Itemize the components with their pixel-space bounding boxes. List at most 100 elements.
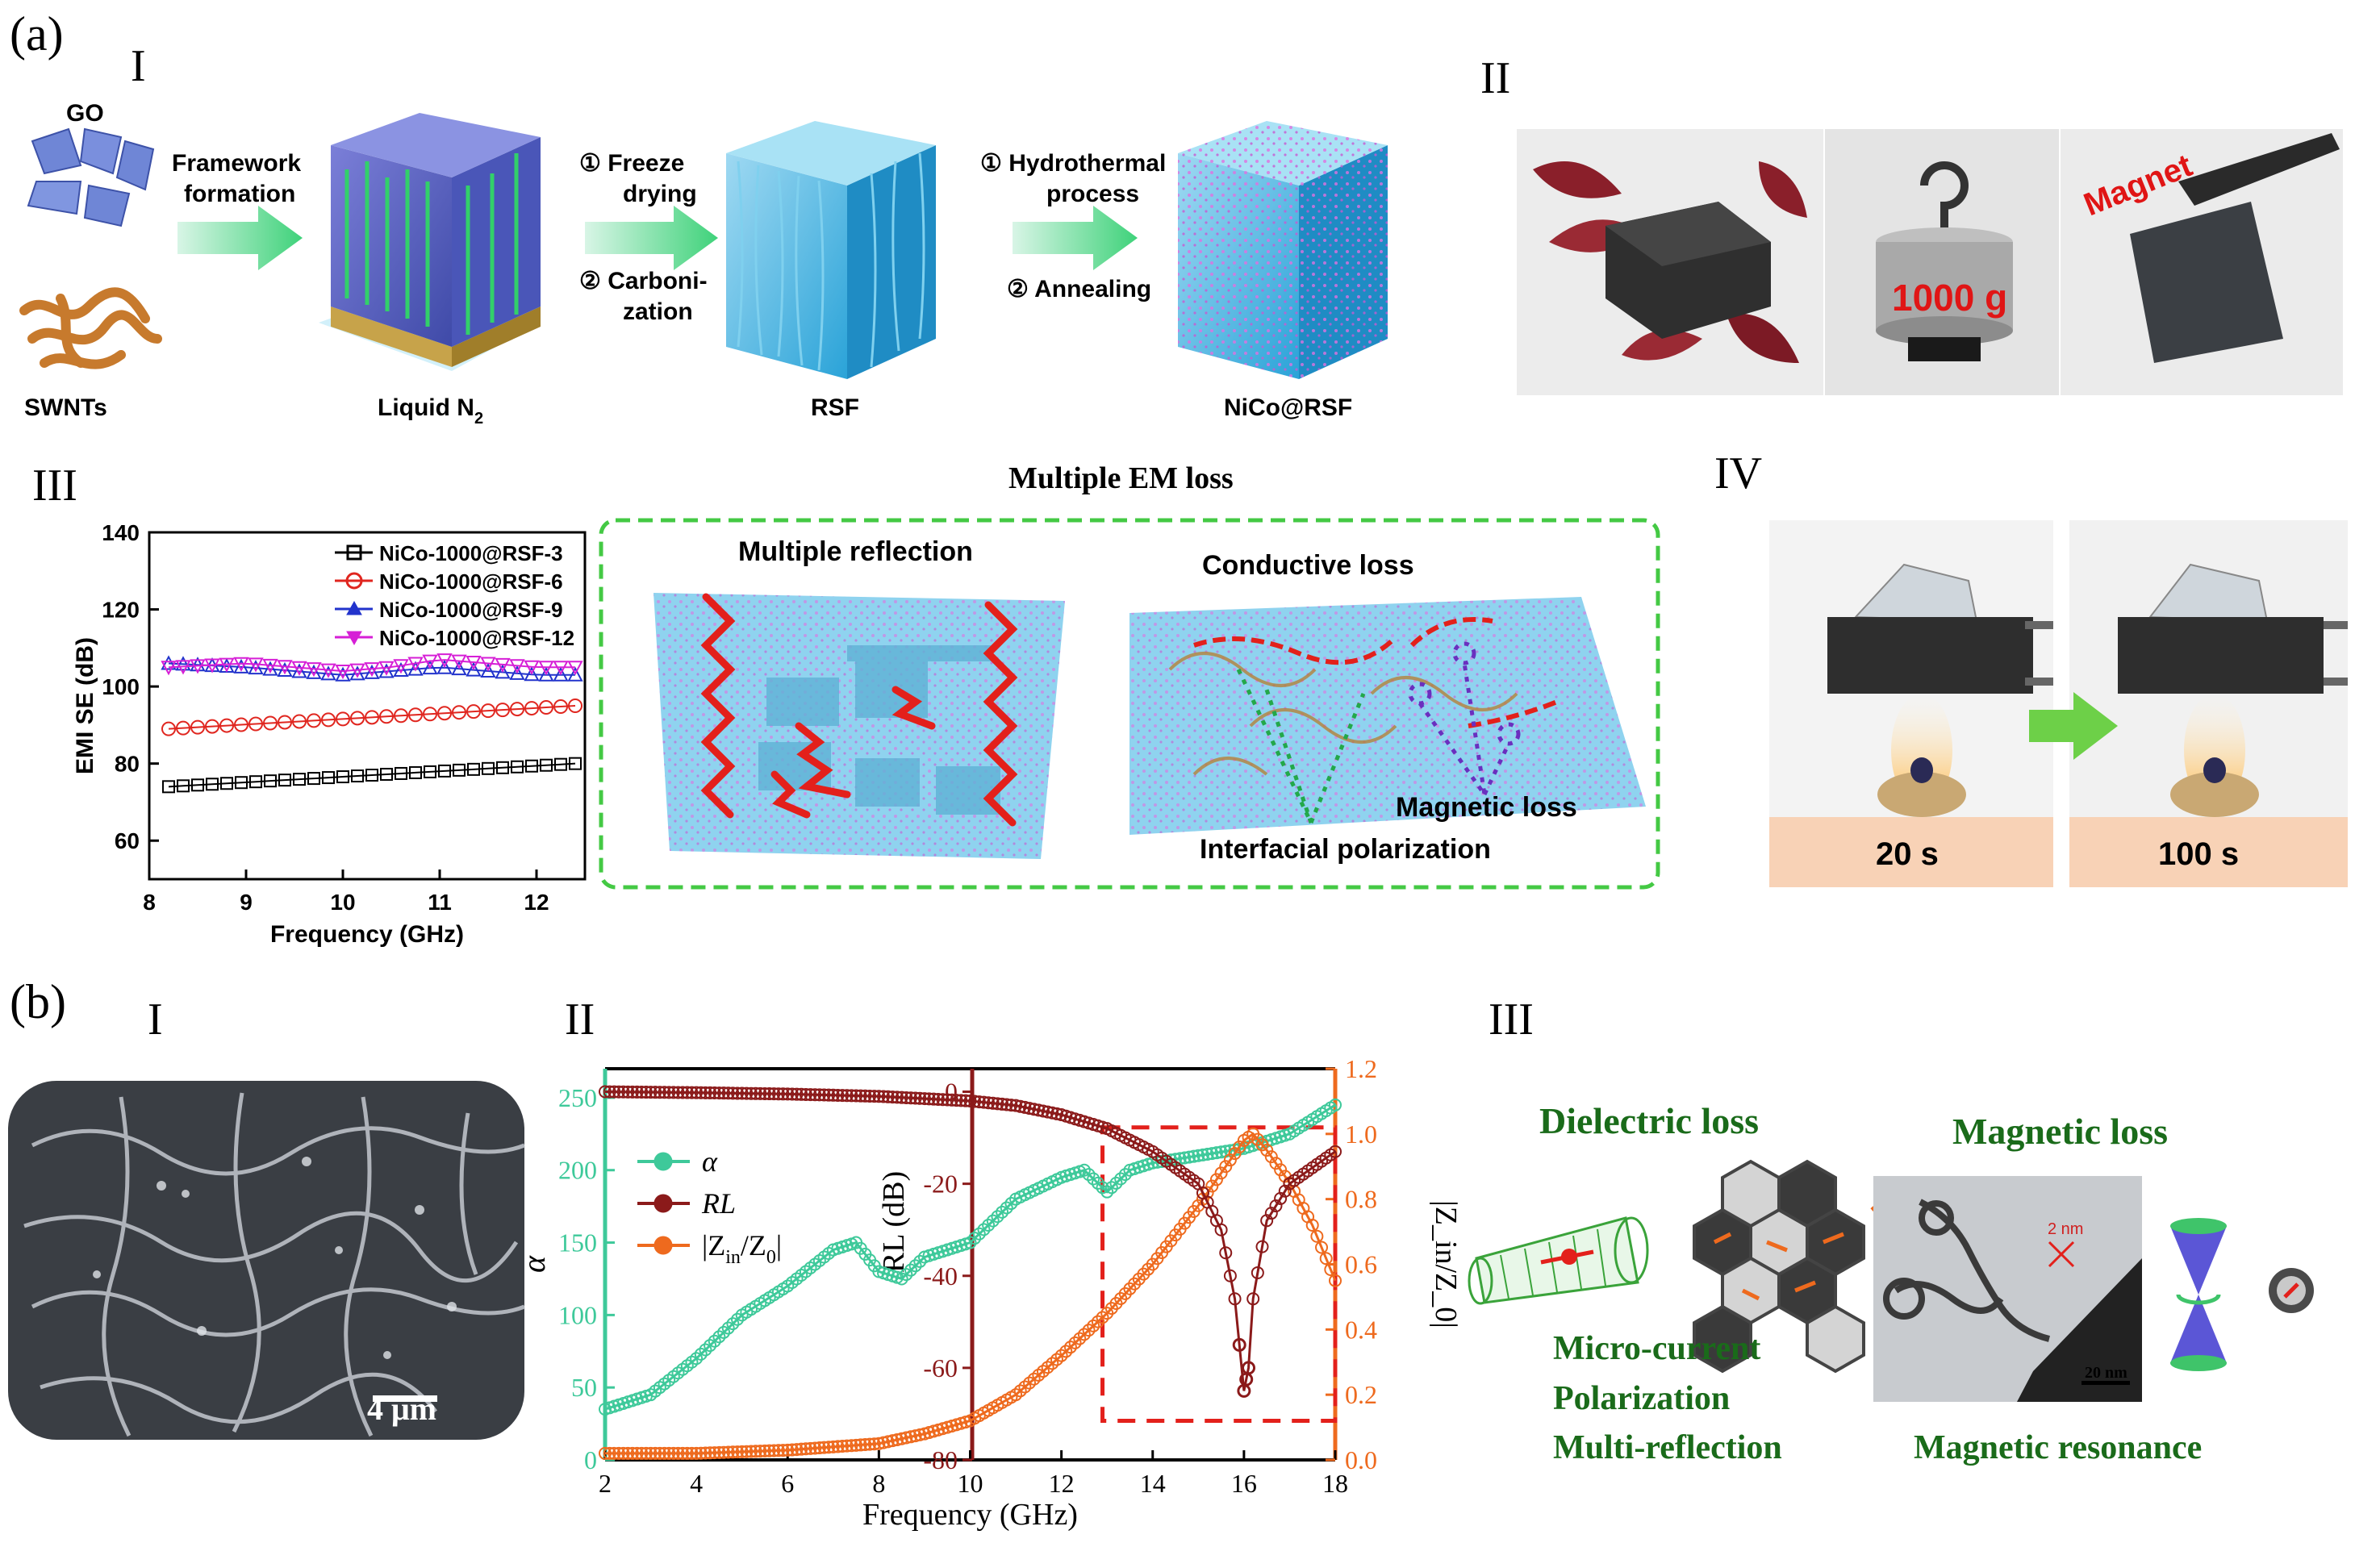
z-point [867,1437,881,1451]
z-point [758,1444,771,1457]
rl-point [1214,1223,1228,1236]
rl-point [704,1086,717,1099]
rl-dip-point [1232,1337,1246,1352]
time-100s: 100 s [2158,836,2239,872]
mech-multi-reflection: Multi-reflection [1553,1429,1782,1466]
emi-point [320,663,336,678]
emi-point [190,657,206,672]
alpha-point [900,1268,913,1282]
emi-point [219,657,235,673]
z-point [840,1439,854,1453]
alpha-point [996,1205,1009,1219]
rl-point [991,1097,1004,1111]
z-point [644,1446,658,1460]
alpha-point [726,1317,740,1331]
emi-point [524,666,540,682]
emi-point [307,713,321,728]
emi-point [349,665,365,681]
rl-point [762,1087,776,1101]
rl-point [831,1088,845,1102]
rl-point [886,1091,900,1104]
tem-image [1873,1176,2142,1402]
z-tick-label: 0.4 [1345,1315,1377,1344]
rl-point [1018,1100,1032,1114]
carbon-nanotube-illustration [1468,1216,1649,1305]
rl-point [1255,1240,1269,1253]
emi-point [336,711,350,727]
emi-point [525,759,538,773]
multiple-reflection-illustration [653,593,1065,859]
emi-y-axis-label: EMI SE (dB) [72,637,98,774]
conductive-loss-sheet [1129,597,1646,835]
emi-point [306,664,322,679]
rl-legend-label: α [702,1145,718,1178]
emi-x-tick-label: 11 [428,890,452,915]
emi-point [176,720,190,736]
emi-point [482,761,495,775]
z-point [826,1440,840,1453]
emi-point [321,712,336,728]
rl-point [808,1088,822,1102]
z-point [908,1429,922,1443]
emi-x-tick-label: 9 [240,890,253,915]
dielectric-loss-label: Dielectric loss [1539,1100,1759,1141]
z-tick-label: 0.0 [1345,1445,1377,1474]
emi-point [278,774,291,787]
emi-point [380,767,393,781]
emi-point [220,777,233,790]
emi-point [190,659,206,674]
rl-point [621,1085,635,1099]
rl-point [972,1095,986,1109]
emi-point [205,719,219,734]
emi-point [291,663,307,678]
rl-point [662,1086,676,1099]
emi-point [510,702,524,717]
emi-plot-frame [148,531,587,881]
rl-point [1329,1145,1342,1158]
rl-point [977,1095,991,1109]
alpha-tick-label: 250 [558,1083,597,1112]
emi-series-line [168,662,575,676]
z-point [662,1446,676,1460]
rl-point [735,1086,749,1100]
z-point [831,1440,845,1453]
z-point [1223,1153,1237,1167]
step1-line1: Framework [172,150,301,177]
panel-a-label: (a) [10,7,64,60]
z-point [817,1441,831,1454]
emi-point [249,775,262,789]
rl-point [726,1086,740,1100]
rl-point [1219,1246,1233,1260]
emi-point [509,665,525,680]
interfacial-polarization-label: Interfacial polarization [1200,834,1491,865]
alpha-tick-label: 150 [558,1228,597,1257]
z-point [767,1444,781,1457]
rl-point [799,1087,812,1101]
z-point [685,1446,699,1460]
multiple-em-loss-title: Multiple EM loss [1008,461,1234,495]
z-point [771,1444,785,1457]
rl-point [908,1091,922,1105]
rl-point [671,1086,685,1099]
emi-point [407,657,424,672]
alpha-point [1200,1147,1214,1161]
rl-point [950,1094,963,1107]
rl-point [1004,1099,1018,1112]
rl-point [982,1096,996,1110]
z-point [694,1446,708,1460]
emi-point [394,708,408,724]
alpha-point [977,1223,991,1236]
emi-series-line [168,659,575,673]
emi-x-tick-label: 8 [143,890,156,915]
rl-point [1037,1104,1050,1118]
emi-y-tick-label: 120 [102,598,140,623]
z-point [1087,1319,1100,1332]
z-point [850,1438,863,1452]
alpha-point [1118,1168,1132,1182]
rl-point [694,1086,708,1099]
emi-point [379,709,394,724]
rl-point [1246,1292,1260,1306]
emi-point [335,666,351,682]
emi-point [307,772,320,786]
z-point [1054,1349,1068,1362]
